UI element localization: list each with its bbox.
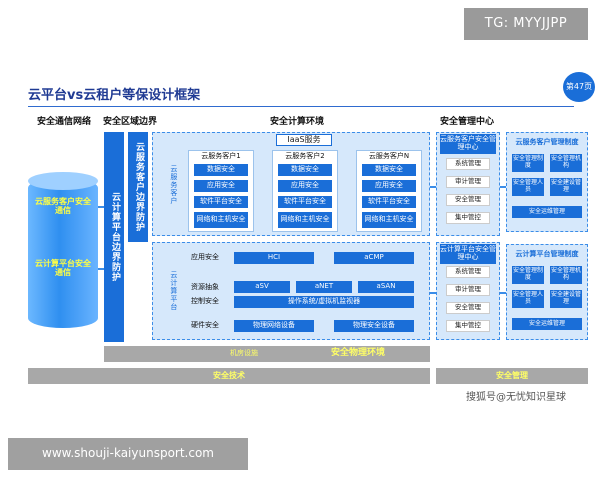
customer-name: 云服务客户1 xyxy=(201,152,241,161)
customer-item: 应用安全 xyxy=(194,180,248,192)
policy-item: 安全管理人员 xyxy=(512,290,544,308)
customer-item: 应用安全 xyxy=(362,180,416,192)
security-mgmt-bar: 安全管理 xyxy=(436,368,588,384)
tenant-comm-label: 云服务客户安全通信 xyxy=(35,197,91,215)
platform-cell: aCMP xyxy=(334,252,414,264)
tenant-boundary: 云服务客户边界防护 xyxy=(128,132,148,242)
platform-cell: 物理安全设备 xyxy=(334,320,414,332)
connector xyxy=(98,206,104,208)
mgmt-item: 系统管理 xyxy=(446,158,490,170)
mgmt-item: 系统管理 xyxy=(446,266,490,278)
customer-name: 云服务客户N xyxy=(368,152,410,161)
header-network: 安全通信网络 xyxy=(36,117,91,128)
platform-row-label: 资源抽象 xyxy=(191,283,219,292)
tenant-mgmt-title: 云服务客户安全管理中心 xyxy=(440,134,496,154)
customer-name: 云服务客户2 xyxy=(285,152,325,161)
policy-item: 安全管理机构 xyxy=(550,266,582,284)
policy-ops: 安全运维管理 xyxy=(512,206,582,218)
platform-boundary: 云计算平台边界防护 xyxy=(104,132,124,342)
security-tech-label: 安全技术 xyxy=(213,370,245,380)
mgmt-item: 集中管控 xyxy=(446,212,490,224)
mgmt-item: 安全管理 xyxy=(446,194,490,206)
policy-item: 安全建设管理 xyxy=(550,178,582,196)
customer-item: 数据安全 xyxy=(194,164,248,176)
customer-item: 网络和主机安全 xyxy=(194,212,248,228)
platform-cell: 操作系统/虚拟机监视器 xyxy=(234,296,414,308)
title-divider xyxy=(28,106,574,107)
page-badge: 第47页 xyxy=(563,72,595,102)
physical-env-bar xyxy=(104,346,430,362)
customer-item: 数据安全 xyxy=(362,164,416,176)
policy-item: 安全管理制度 xyxy=(512,154,544,172)
connector xyxy=(98,268,104,270)
platform-mgmt-title: 云计算平台安全管理中心 xyxy=(440,244,496,264)
platform-cell: aSAN xyxy=(358,281,414,293)
platform-zone-label: 云计算平台 xyxy=(169,271,178,311)
platform-cell: aSV xyxy=(234,281,290,293)
tg-banner: TG: MYYJJPP xyxy=(464,8,588,40)
policy-item: 安全管理人员 xyxy=(512,178,544,196)
network-cylinder-top xyxy=(28,172,98,190)
policy-ops: 安全运维管理 xyxy=(512,318,582,330)
tenant-zone-label: 云服务客户 xyxy=(169,165,178,205)
network-cylinder xyxy=(28,178,98,328)
machine-room-label: 机房设施 xyxy=(230,349,258,358)
header-boundary: 安全区域边界 xyxy=(102,117,157,128)
platform-cell: 物理网络设备 xyxy=(234,320,314,332)
connector xyxy=(500,186,506,188)
platform-row-label: 应用安全 xyxy=(191,253,219,262)
platform-comm-label: 云计算平台安全通信 xyxy=(35,259,91,277)
platform-cell: HCI xyxy=(234,252,314,264)
url-banner: www.shouji-kaiyunsport.com xyxy=(8,438,248,470)
connector xyxy=(500,292,506,294)
customer-item: 软件平台安全 xyxy=(278,196,332,208)
security-mgmt-label: 安全管理 xyxy=(496,370,528,380)
policy-item: 安全管理机构 xyxy=(550,154,582,172)
security-tech-bar: 安全技术 xyxy=(28,368,430,384)
watermark: 搜狐号@无忧知识星球 xyxy=(466,392,566,403)
mgmt-item: 审计管理 xyxy=(446,284,490,296)
customer-item: 数据安全 xyxy=(278,164,332,176)
mgmt-item: 安全管理 xyxy=(446,302,490,314)
customer-item: 网络和主机安全 xyxy=(362,212,416,228)
customer-item: 应用安全 xyxy=(278,180,332,192)
customer-item: 软件平台安全 xyxy=(362,196,416,208)
connector xyxy=(430,186,436,188)
mgmt-item: 审计管理 xyxy=(446,176,490,188)
policy-item: 安全建设管理 xyxy=(550,290,582,308)
platform-cell: aNET xyxy=(296,281,352,293)
header-mgmt: 安全管理中心 xyxy=(439,117,494,128)
slide-title: 云平台vs云租户等保设计框架 xyxy=(28,88,201,103)
header-compute: 安全计算环境 xyxy=(269,117,324,128)
platform-row-label: 硬件安全 xyxy=(191,321,219,330)
tenant-policy-title: 云服务客户管理制度 xyxy=(515,138,579,147)
customer-item: 网络和主机安全 xyxy=(278,212,332,228)
connector xyxy=(430,292,436,294)
mgmt-item: 集中管控 xyxy=(446,320,490,332)
iaas-label: IaaS服务 xyxy=(276,134,332,146)
physical-env-label: 安全物理环境 xyxy=(330,348,385,359)
policy-item: 安全管理制度 xyxy=(512,266,544,284)
platform-policy-title: 云计算平台管理制度 xyxy=(515,250,579,259)
platform-row-label: 控制安全 xyxy=(191,297,219,306)
customer-item: 软件平台安全 xyxy=(194,196,248,208)
